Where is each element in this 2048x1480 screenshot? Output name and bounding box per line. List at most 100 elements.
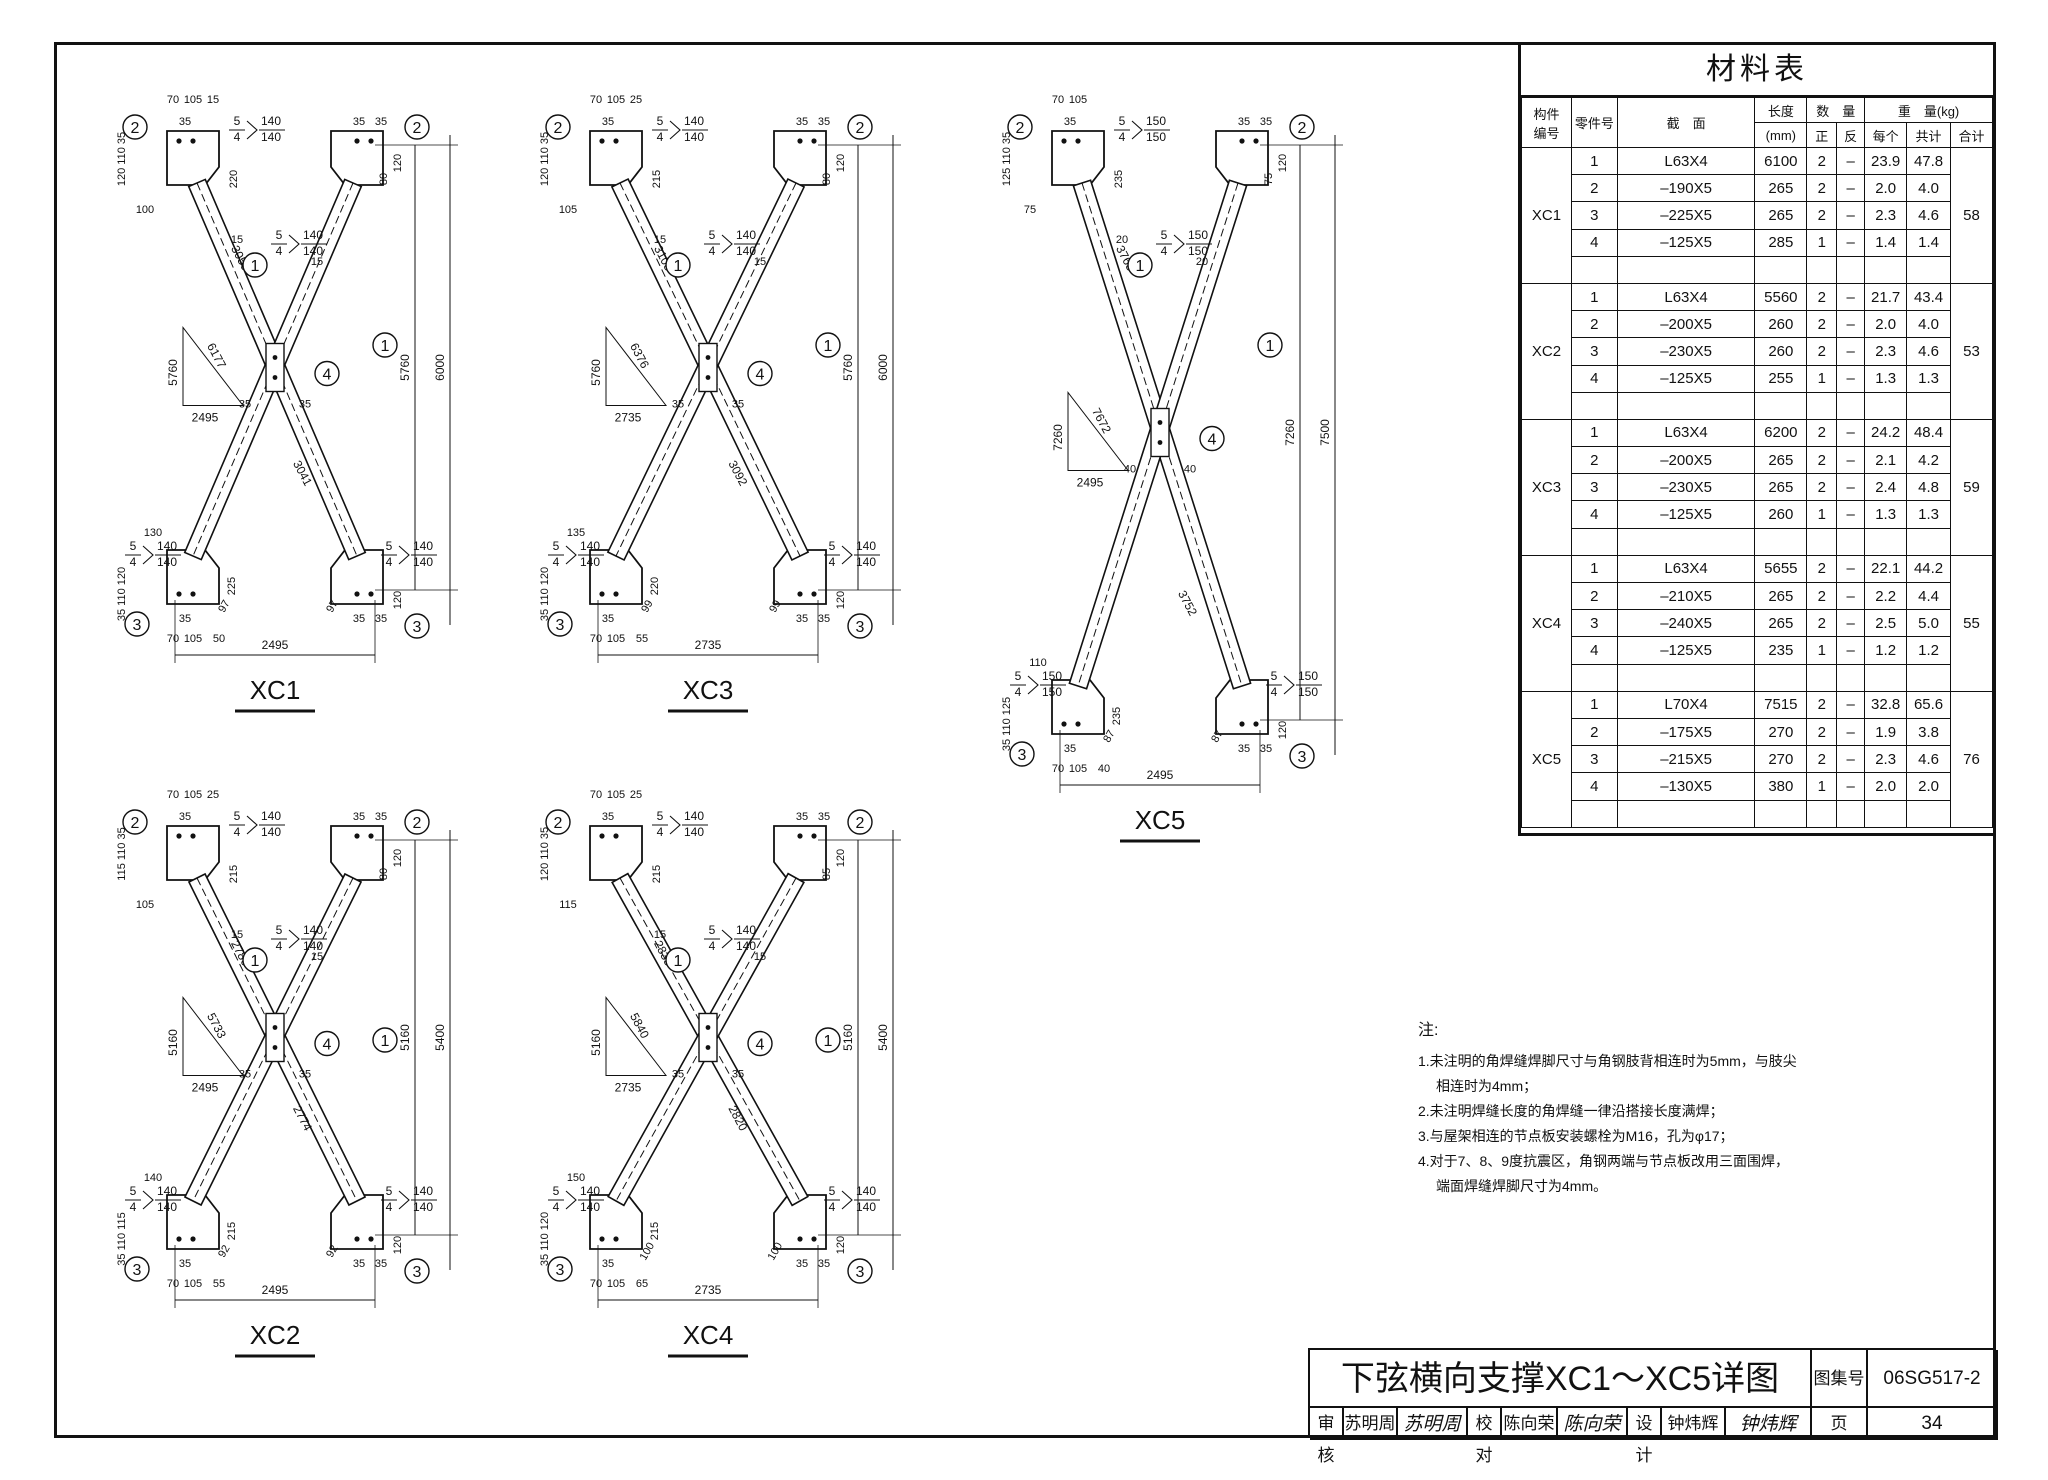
top-pair-dim: 35	[1064, 116, 1076, 128]
gusset-plate	[773, 130, 827, 186]
gusset-plate	[1215, 679, 1269, 735]
seam-dim: 15	[311, 951, 323, 963]
weight-each-cell: 2.3	[1864, 201, 1908, 230]
drawing-label: XC4	[683, 1320, 734, 1350]
weld-symbol-bottom-right-size-b: 4	[829, 555, 836, 569]
weld-extra-dim: 110	[1029, 657, 1047, 669]
slope-triangle	[605, 326, 668, 406]
empty-cell	[1836, 663, 1866, 692]
weld-extra-dim: 150	[567, 1172, 585, 1184]
bolt-hole	[190, 138, 196, 144]
qty-pos-cell: 2	[1806, 717, 1838, 747]
qty-pos-cell: 1	[1806, 364, 1838, 393]
weld-symbol-bottom-right-flag	[398, 1190, 410, 1210]
weight-total-cell: 4.2	[1906, 446, 1952, 475]
weld-symbol-top-flag	[246, 815, 258, 835]
empty-cell	[1754, 255, 1808, 284]
weld-symbol-bottom-left-size-a: 5	[130, 539, 137, 553]
empty-cell	[1754, 391, 1808, 420]
hdr-w-sum: 合计	[1950, 122, 1993, 148]
weight-total-cell: 1.3	[1906, 500, 1952, 529]
note-line: 3.与屋架相连的节点板安装螺栓为M16，孔为φ17；	[1418, 1128, 1734, 1144]
callout-part-circle	[847, 1258, 873, 1284]
weld-symbol-mid-size-b: 4	[276, 244, 283, 258]
corner-dim: 120	[392, 154, 404, 172]
hdr-length: 长度	[1754, 97, 1808, 123]
bottom-pair-dim: 35	[602, 613, 614, 625]
gusset-plate	[773, 825, 827, 881]
weld-symbol-top-flag	[669, 120, 681, 140]
weight-each-cell: 1.3	[1864, 500, 1908, 529]
bolt-hole	[354, 591, 360, 597]
drawing-title: 下弦横向支撑XC1～XC5详图	[1310, 1350, 1812, 1408]
empty-cell	[1806, 527, 1838, 556]
weld-symbol-top-len-a: 140	[261, 809, 281, 823]
left-side-dims: 120 110 35	[116, 132, 128, 186]
hdr-member-no: 构件编号	[1521, 97, 1572, 148]
weld-symbol-bottom-left-len-b: 140	[157, 555, 177, 569]
weld-symbol-mid-size-a: 5	[709, 923, 716, 937]
weld-symbol-top-size-a: 5	[1119, 114, 1126, 128]
weld-symbol-top-len-b: 140	[684, 825, 704, 839]
bolt-hole	[272, 1025, 278, 1030]
material-table: 材料表 构件编号 零件号 截 面 长度 数 量 重 量(kg) (mm) 正 反…	[1518, 42, 1996, 836]
bolt-hole	[613, 833, 619, 839]
weld-symbol-mid-flag	[721, 234, 733, 254]
qty-neg-cell: –	[1836, 772, 1866, 801]
angle-leg-line	[1081, 182, 1243, 687]
callout-part-circle	[1009, 741, 1035, 767]
weld-symbol-bottom-left-size-b: 4	[130, 1200, 137, 1214]
callout-part-circle	[372, 1027, 398, 1053]
bottom-dim: 105	[184, 633, 202, 645]
bolt-hole	[272, 355, 278, 360]
part-no-cell: 4	[1570, 636, 1618, 665]
weld-symbol-top-len-a: 140	[684, 809, 704, 823]
qty-neg-cell: –	[1836, 473, 1866, 502]
part-no-cell: 2	[1570, 174, 1618, 203]
weight-sum-cell: 55	[1950, 554, 1993, 692]
weight-total-cell: 4.4	[1906, 581, 1952, 611]
callout-part-circle	[404, 809, 430, 835]
bolt-hole	[1157, 420, 1163, 425]
weight-total-cell: 47.8	[1906, 146, 1952, 176]
weld-symbol-mid-size-a: 5	[709, 228, 716, 242]
bolt-hole	[1061, 721, 1067, 727]
title-block: 下弦横向支撑XC1～XC5详图 图集号 06SG517-2 审核 苏明周 苏明周…	[1308, 1348, 1998, 1465]
triangle-height-label: 7260	[1051, 424, 1065, 451]
atlas-number: 06SG517-2	[1868, 1350, 1998, 1408]
section-cell: –175X5	[1616, 717, 1756, 747]
weld-symbol-bottom-left-len-a: 140	[157, 539, 177, 553]
bolt-hole	[705, 355, 711, 360]
qty-neg-cell: –	[1836, 418, 1866, 448]
length-cell: 255	[1754, 364, 1808, 393]
callout-part-number: 1	[824, 1033, 833, 1050]
weld-symbol-bottom-right-size-a: 5	[1271, 669, 1278, 683]
seam-dim: 35	[732, 399, 744, 411]
weld-symbol-top-size-a: 5	[657, 809, 664, 823]
slope-triangle	[605, 996, 668, 1076]
corner-dim: 120	[1277, 154, 1289, 172]
empty-cell	[1864, 663, 1908, 692]
weld-symbol-bottom-left-len-a: 150	[1042, 669, 1062, 683]
part-no-cell: 1	[1570, 282, 1618, 312]
weld-symbol-top-size-a: 5	[657, 114, 664, 128]
bolt-hole	[368, 591, 374, 597]
weight-total-cell: 1.2	[1906, 636, 1952, 665]
qty-neg-cell: –	[1836, 446, 1866, 475]
plate-height-dim: 215	[651, 865, 663, 883]
qty-pos-cell: 2	[1806, 581, 1838, 611]
gusset-plate	[773, 549, 827, 605]
qty-pos-cell: 2	[1806, 446, 1838, 475]
weld-symbol-bottom-left-len-b: 140	[157, 1200, 177, 1214]
gusset-plate	[1051, 679, 1105, 735]
note-line: 1.未注明的角焊缝焊脚尺寸与角钢肢背相连时为5mm，与肢尖	[1418, 1053, 1797, 1069]
weight-total-cell: 48.4	[1906, 418, 1952, 448]
note-line: 4.对于7、8、9度抗震区，角钢两端与节点板改用三面围焊，	[1418, 1153, 1790, 1169]
bottom-pair-dim: 35	[796, 1258, 808, 1270]
top-pair-dim: 35	[1238, 116, 1250, 128]
bolt-hole	[190, 833, 196, 839]
left-side-dims: 125 110 35	[1001, 132, 1013, 186]
